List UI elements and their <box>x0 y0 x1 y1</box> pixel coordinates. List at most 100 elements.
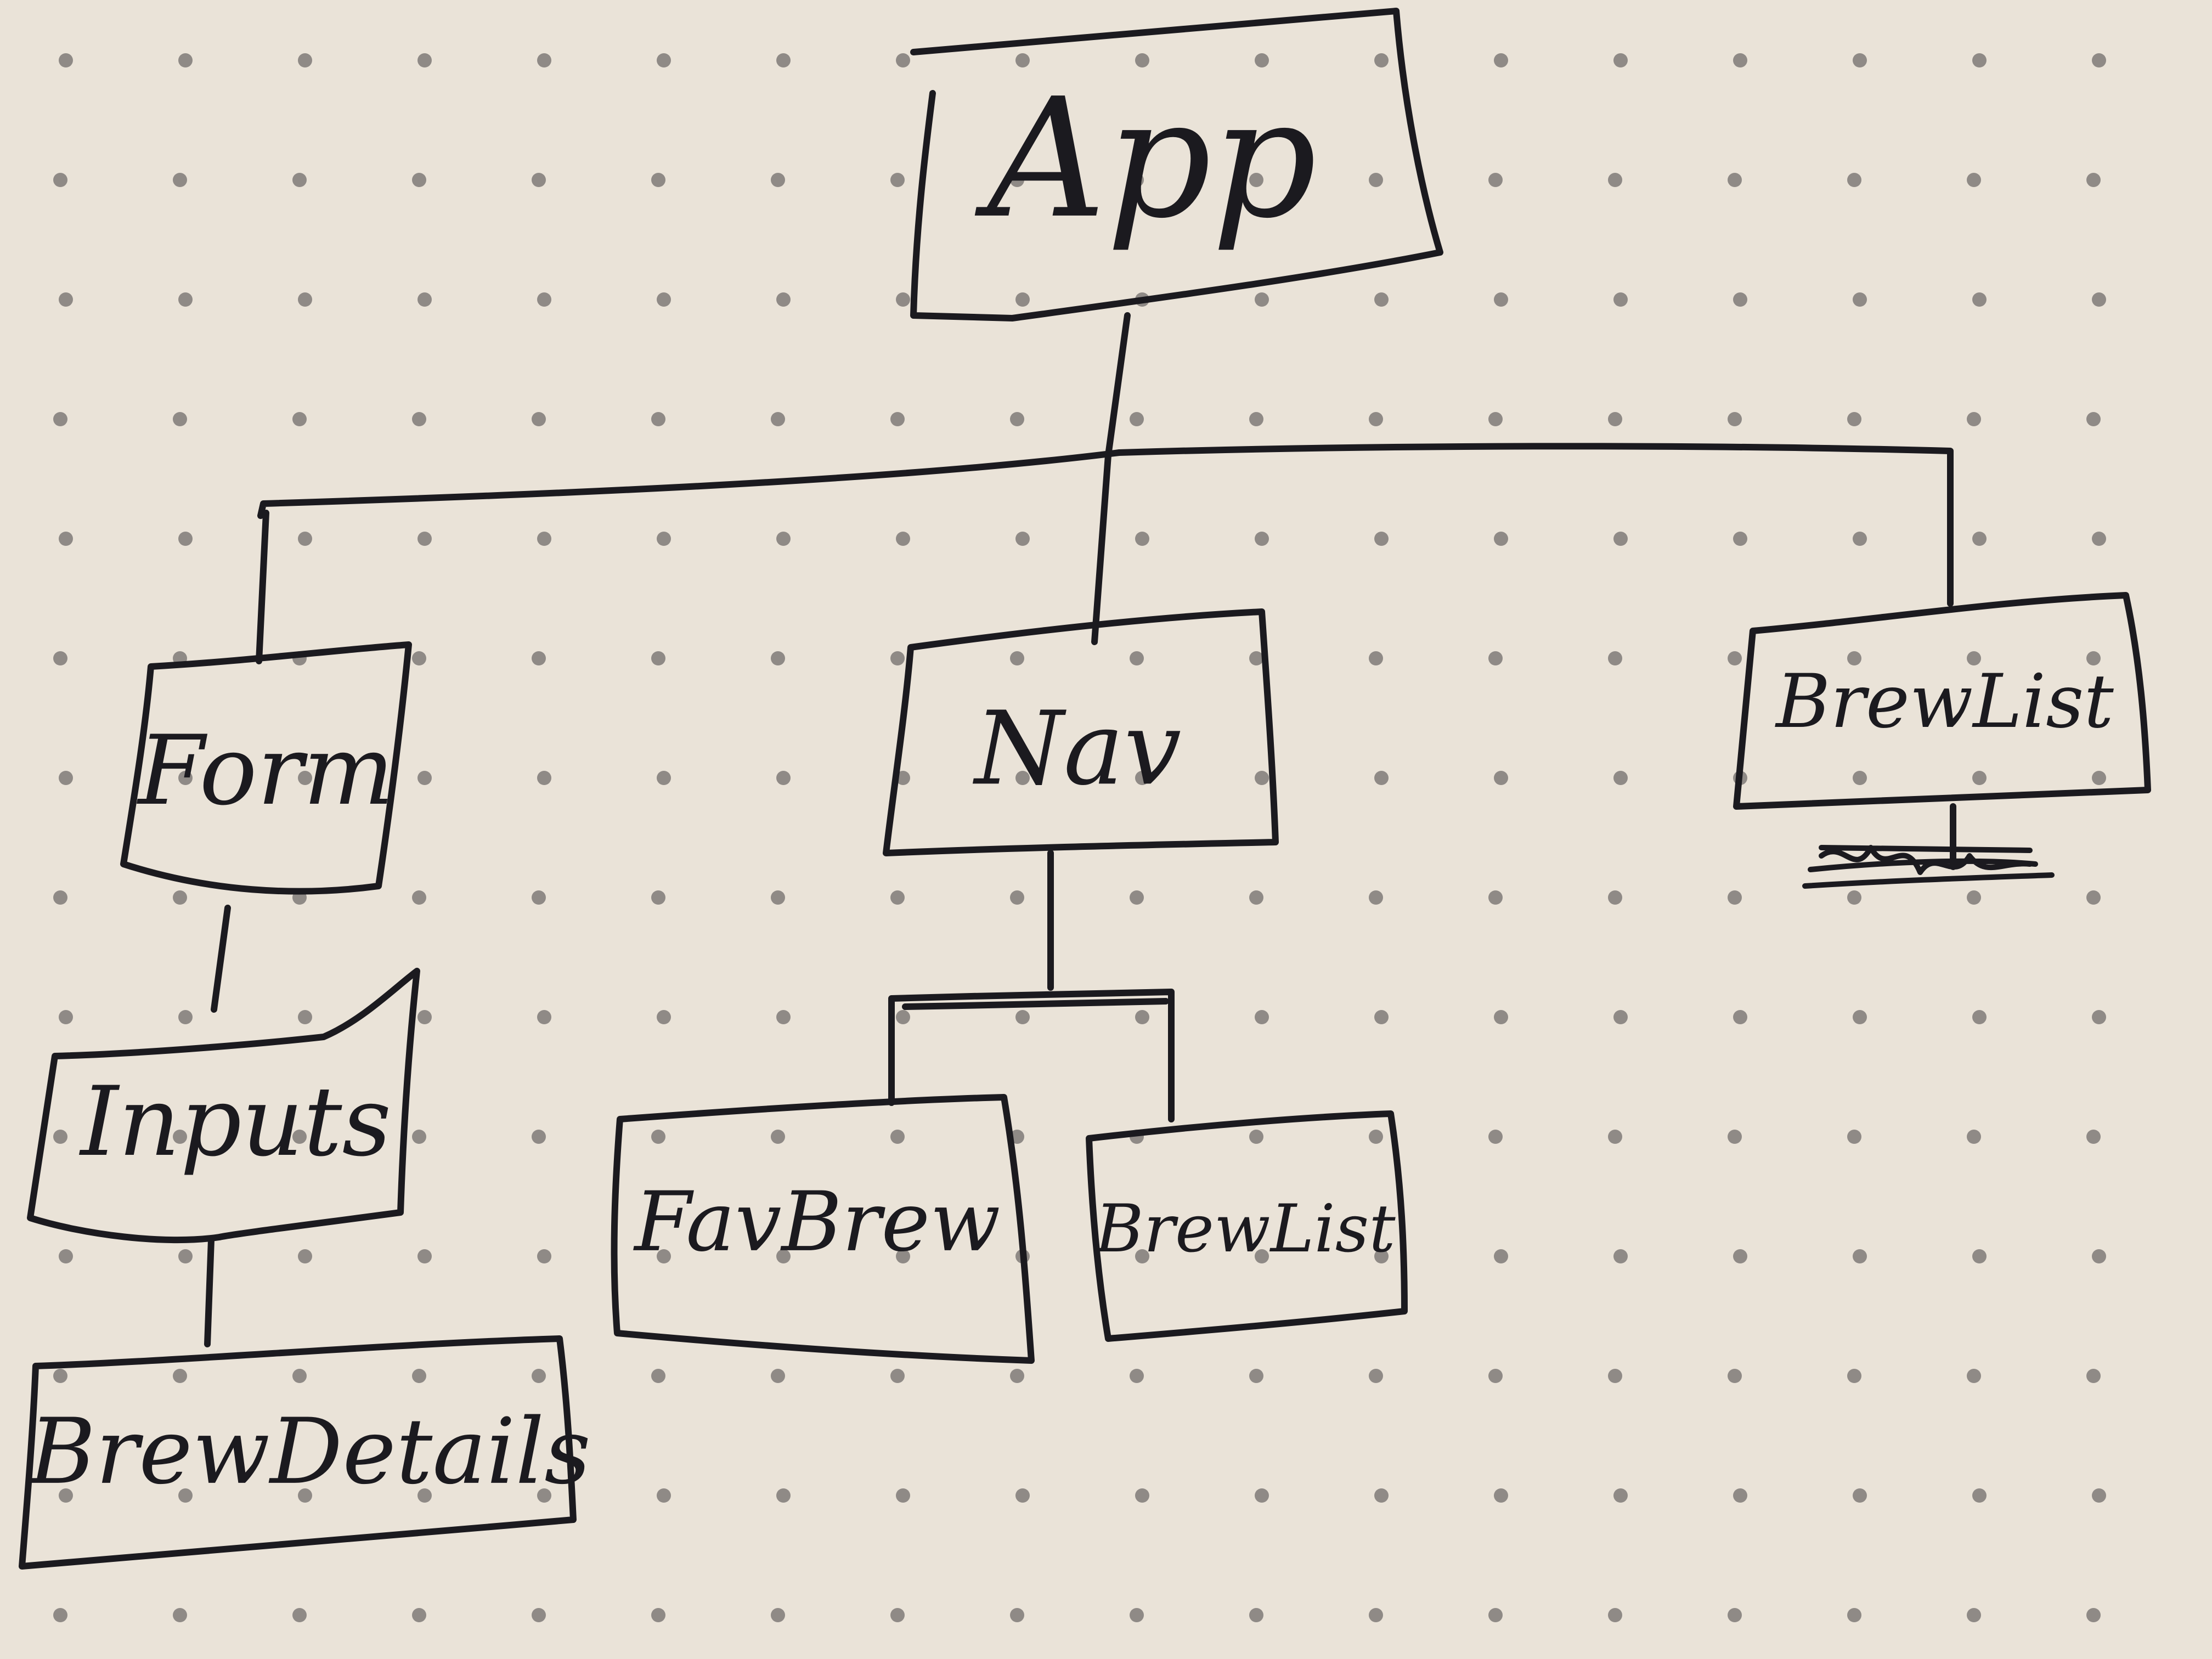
grid-dot <box>771 173 785 187</box>
node-label-app: App <box>974 63 1317 255</box>
grid-dot <box>173 1608 187 1622</box>
grid-dot <box>1847 651 1861 665</box>
grid-dot <box>59 1010 73 1024</box>
grid-dot <box>532 1369 546 1383</box>
grid-dot <box>1135 53 1149 67</box>
grid-dot <box>1374 1488 1389 1503</box>
grid-dot <box>776 532 791 546</box>
grid-dot <box>412 1608 426 1622</box>
grid-dot <box>1853 53 1867 67</box>
grid-dot <box>896 532 910 546</box>
grid-dot <box>2092 1249 2106 1263</box>
grid-dot <box>1494 1249 1508 1263</box>
grid-dot <box>651 173 665 187</box>
grid-dot <box>1847 1369 1861 1383</box>
grid-dot <box>896 1488 910 1503</box>
grid-dot <box>173 1369 187 1383</box>
grid-dot <box>1853 1010 1867 1024</box>
grid-dot <box>412 890 426 905</box>
grid-dot <box>896 1010 910 1024</box>
grid-dot <box>1255 532 1269 546</box>
grid-dot <box>298 53 312 67</box>
grid-dot <box>890 173 905 187</box>
diagram: App Form Nav BrewList Inputs BrewDetails… <box>19 8 2151 1570</box>
grid-dot <box>651 1369 665 1383</box>
grid-dot <box>1135 532 1149 546</box>
grid-dot <box>1613 771 1628 785</box>
grid-dot <box>1494 771 1508 785</box>
grid-dot <box>1972 771 1987 785</box>
grid-dot <box>1967 412 1981 426</box>
grid-dot <box>417 1249 432 1263</box>
grid-dot <box>1130 651 1144 665</box>
grid-dot <box>657 532 671 546</box>
grid-dot <box>1972 1249 1987 1263</box>
grid-dot <box>1613 532 1628 546</box>
grid-dot <box>2086 1369 2101 1383</box>
grid-dot <box>1853 292 1867 307</box>
grid-dot <box>292 412 307 426</box>
grid-dot <box>1255 53 1269 67</box>
grid-dot <box>173 1130 187 1144</box>
grid-dot <box>537 771 551 785</box>
node-label-favbrew: FavBrew <box>633 1175 1000 1270</box>
grid-dot <box>1135 1010 1149 1024</box>
grid-dot <box>1608 1130 1622 1144</box>
grid-dot <box>1015 771 1030 785</box>
connector-bus <box>257 443 1954 607</box>
grid-dot <box>651 1608 665 1622</box>
grid-dot <box>1374 1010 1389 1024</box>
grid-dot <box>776 53 791 67</box>
grid-dot <box>1255 1010 1269 1024</box>
grid-dot <box>1488 1369 1503 1383</box>
grid-dot <box>1608 890 1622 905</box>
grid-dot <box>771 1608 785 1622</box>
grid-dot <box>1135 1249 1149 1263</box>
grid-dot <box>417 532 432 546</box>
grid-dot <box>1613 53 1628 67</box>
grid-dot <box>1847 1608 1861 1622</box>
grid-dot <box>2086 651 2101 665</box>
grid-dot <box>537 292 551 307</box>
grid-dot <box>1255 771 1269 785</box>
grid-dot <box>1488 890 1503 905</box>
grid-dot <box>1972 532 1987 546</box>
grid-dot <box>1847 1130 1861 1144</box>
grid-dot <box>1130 1369 1144 1383</box>
grid-dot <box>657 1010 671 1024</box>
grid-dot <box>178 1249 193 1263</box>
grid-dot <box>2092 1488 2106 1503</box>
grid-dot <box>2086 173 2101 187</box>
grid-dot <box>1847 412 1861 426</box>
grid-dot <box>1853 1249 1867 1263</box>
grid-dot <box>532 412 546 426</box>
connector-nav-split-double <box>902 998 1169 1010</box>
grid-dot <box>1010 890 1024 905</box>
grid-dot <box>771 1130 785 1144</box>
grid-dot <box>1015 532 1030 546</box>
grid-dot <box>1494 1010 1508 1024</box>
grid-dot <box>1249 890 1263 905</box>
grid-dot <box>412 651 426 665</box>
grid-dot <box>1967 651 1981 665</box>
grid-dot <box>1249 412 1263 426</box>
grid-dot <box>1967 890 1981 905</box>
grid-dot <box>1733 292 1747 307</box>
grid-dot <box>532 1608 546 1622</box>
grid-dot <box>178 292 193 307</box>
grid-dot <box>1608 1608 1622 1622</box>
grid-dot <box>292 1608 307 1622</box>
grid-dot <box>412 1130 426 1144</box>
connector-bus-to-form <box>256 510 269 664</box>
grid-dot <box>292 173 307 187</box>
grid-dot <box>1733 532 1747 546</box>
grid-dot <box>2086 890 2101 905</box>
grid-dot <box>1488 1130 1503 1144</box>
grid-dot <box>1135 1488 1149 1503</box>
grid-dot <box>1847 890 1861 905</box>
grid-dot <box>417 771 432 785</box>
grid-dot <box>1494 1488 1508 1503</box>
grid-dot <box>1015 1488 1030 1503</box>
grid-dot <box>1972 292 1987 307</box>
grid-dot <box>59 532 73 546</box>
